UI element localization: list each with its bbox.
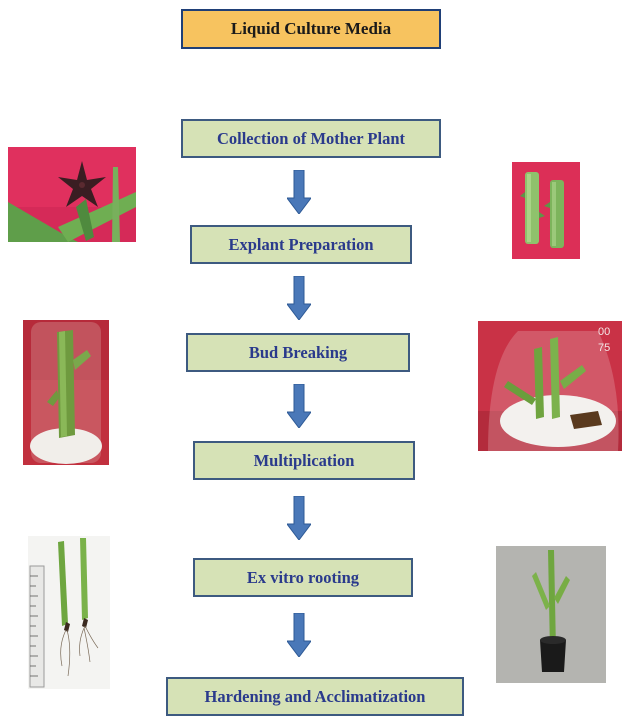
svg-text:75: 75 bbox=[598, 342, 610, 354]
explant-pieces-photo bbox=[512, 162, 580, 259]
down-arrow-icon bbox=[287, 384, 311, 428]
diagram-title: Liquid Culture Media bbox=[181, 9, 441, 49]
svg-text:00: 00 bbox=[598, 326, 610, 338]
rooted-shoots-ruler-photo bbox=[28, 536, 110, 689]
step-collection-mother-plant: Collection of Mother Plant bbox=[181, 119, 441, 158]
down-arrow-icon bbox=[287, 170, 311, 214]
multiplication-flask-photo: 00 75 bbox=[478, 321, 622, 451]
hardened-plant-pot-photo bbox=[496, 546, 606, 683]
step-ex-vitro-rooting: Ex vitro rooting bbox=[193, 558, 413, 597]
step-hardening-acclimatization: Hardening and Acclimatization bbox=[166, 677, 464, 716]
step-bud-breaking: Bud Breaking bbox=[186, 333, 410, 372]
mother-plant-flower-photo bbox=[8, 147, 136, 242]
down-arrow-icon bbox=[287, 496, 311, 540]
step-explant-preparation: Explant Preparation bbox=[190, 225, 412, 264]
bud-breaking-tube-photo bbox=[23, 320, 109, 465]
down-arrow-icon bbox=[287, 276, 311, 320]
down-arrow-icon bbox=[287, 613, 311, 657]
step-multiplication: Multiplication bbox=[193, 441, 415, 480]
